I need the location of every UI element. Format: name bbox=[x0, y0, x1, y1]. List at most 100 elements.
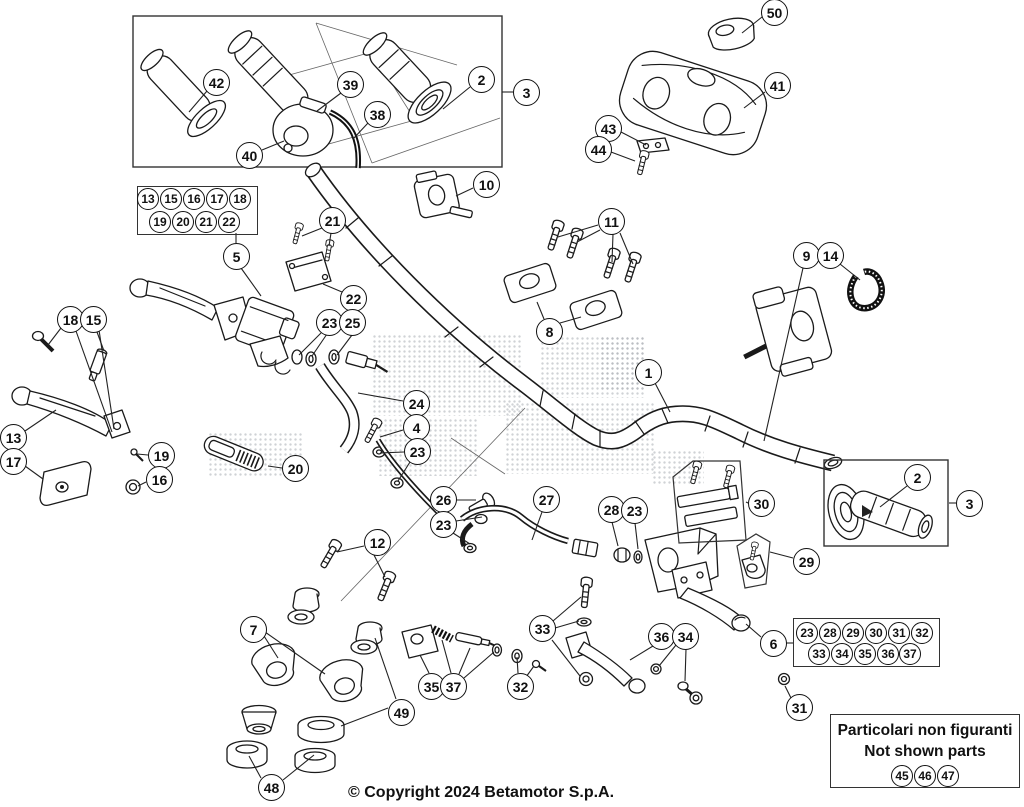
callout-balloon-32[interactable]: 32 bbox=[507, 673, 534, 700]
callout-balloon-39[interactable]: 39 bbox=[337, 71, 364, 98]
callout-balloon-13[interactable]: 13 bbox=[0, 424, 27, 451]
callout-balloon-11[interactable]: 11 bbox=[598, 208, 625, 235]
callout-balloon-19[interactable]: 19 bbox=[149, 211, 171, 233]
callout-balloon-44[interactable]: 44 bbox=[585, 136, 612, 163]
callout-balloon-31[interactable]: 31 bbox=[786, 694, 813, 721]
callout-balloon-42[interactable]: 42 bbox=[203, 69, 230, 96]
callout-balloon-18[interactable]: 18 bbox=[57, 306, 84, 333]
callout-balloon-43[interactable]: 43 bbox=[595, 115, 622, 142]
switch-bracket-drawing bbox=[413, 170, 473, 219]
callout-balloon-2[interactable]: 2 bbox=[904, 464, 931, 491]
callout-balloon-25[interactable]: 25 bbox=[339, 309, 366, 336]
callout-balloon-1[interactable]: 1 bbox=[635, 359, 662, 386]
callout-balloon-35[interactable]: 35 bbox=[854, 643, 876, 665]
callout-balloon-21[interactable]: 21 bbox=[195, 211, 217, 233]
callout-balloon-38[interactable]: 38 bbox=[364, 101, 391, 128]
callout-balloon-17[interactable]: 17 bbox=[206, 188, 228, 210]
callout-balloon-22[interactable]: 22 bbox=[340, 285, 367, 312]
callout-balloon-37[interactable]: 37 bbox=[440, 673, 467, 700]
callout-balloon-23[interactable]: 23 bbox=[621, 497, 648, 524]
brake-master-drawing bbox=[644, 527, 751, 632]
bar-pad-drawing bbox=[618, 17, 768, 176]
callout-balloon-14[interactable]: 14 bbox=[817, 242, 844, 269]
callout-balloon-27[interactable]: 27 bbox=[533, 486, 560, 513]
watermark-halftone bbox=[372, 334, 522, 416]
lever-bolt-drawing bbox=[576, 576, 594, 687]
brake-hose-drawing bbox=[459, 492, 643, 564]
callout-balloon-13[interactable]: 13 bbox=[137, 188, 159, 210]
callout-balloon-4[interactable]: 4 bbox=[403, 414, 430, 441]
callout-balloon-31[interactable]: 31 bbox=[888, 622, 910, 644]
not-shown-parts-box: Particolari non figuranti Not shown part… bbox=[830, 714, 1020, 788]
grid-bottom-right bbox=[793, 618, 940, 667]
callout-balloon-48[interactable]: 48 bbox=[258, 774, 285, 801]
callout-balloon-21[interactable]: 21 bbox=[319, 207, 346, 234]
callout-balloon-7[interactable]: 7 bbox=[240, 616, 267, 643]
callout-balloon-20[interactable]: 20 bbox=[282, 455, 309, 482]
kill-switch-drawing bbox=[743, 268, 885, 377]
callout-balloon-47[interactable]: 47 bbox=[937, 765, 959, 787]
callout-balloon-49[interactable]: 49 bbox=[388, 699, 415, 726]
not-shown-title-en: Not shown parts bbox=[864, 743, 986, 760]
callout-balloon-33[interactable]: 33 bbox=[808, 643, 830, 665]
callout-balloon-36[interactable]: 36 bbox=[877, 643, 899, 665]
callout-balloon-2[interactable]: 2 bbox=[468, 66, 495, 93]
detail-box-grip bbox=[823, 459, 949, 547]
callout-balloon-34[interactable]: 34 bbox=[831, 643, 853, 665]
handlebar-drawing bbox=[304, 162, 843, 472]
right-half-grip-drawing bbox=[362, 32, 452, 124]
callout-balloon-23[interactable]: 23 bbox=[430, 511, 457, 538]
throttle-tube-drawing bbox=[227, 30, 334, 157]
cable-adjuster-drawing bbox=[203, 435, 264, 472]
callout-balloon-45[interactable]: 45 bbox=[891, 765, 913, 787]
callout-balloon-46[interactable]: 46 bbox=[914, 765, 936, 787]
callout-balloon-22[interactable]: 22 bbox=[218, 211, 240, 233]
callout-balloon-26[interactable]: 26 bbox=[430, 486, 457, 513]
callout-balloon-30[interactable]: 30 bbox=[865, 622, 887, 644]
grid-top-left bbox=[137, 186, 258, 235]
callout-balloon-28[interactable]: 28 bbox=[598, 496, 625, 523]
callout-balloon-10[interactable]: 10 bbox=[473, 171, 500, 198]
callout-balloon-23[interactable]: 23 bbox=[404, 438, 431, 465]
right-grip-drawing bbox=[827, 483, 933, 541]
bracket-box-drawing bbox=[736, 533, 771, 589]
callout-balloon-33[interactable]: 33 bbox=[529, 615, 556, 642]
callout-balloon-41[interactable]: 41 bbox=[764, 72, 791, 99]
callout-balloon-16[interactable]: 16 bbox=[146, 466, 173, 493]
callout-balloon-23[interactable]: 23 bbox=[796, 622, 818, 644]
callout-balloon-3[interactable]: 3 bbox=[513, 79, 540, 106]
callout-balloon-3[interactable]: 3 bbox=[956, 490, 983, 517]
callout-balloon-35[interactable]: 35 bbox=[418, 673, 445, 700]
callout-balloon-29[interactable]: 29 bbox=[793, 548, 820, 575]
callout-balloon-17[interactable]: 17 bbox=[0, 448, 27, 475]
callout-balloon-24[interactable]: 24 bbox=[403, 390, 430, 417]
brake-lever-drawing bbox=[565, 631, 791, 705]
callout-balloon-15[interactable]: 15 bbox=[160, 188, 182, 210]
callout-balloon-18[interactable]: 18 bbox=[229, 188, 251, 210]
callout-balloon-19[interactable]: 19 bbox=[148, 442, 175, 469]
callout-balloon-50[interactable]: 50 bbox=[761, 0, 788, 26]
riser-clamps-drawing bbox=[503, 218, 643, 331]
callout-balloon-15[interactable]: 15 bbox=[80, 306, 107, 333]
callout-balloon-29[interactable]: 29 bbox=[842, 622, 864, 644]
callout-balloon-6[interactable]: 6 bbox=[760, 630, 787, 657]
adjuster-spring-drawing bbox=[401, 624, 547, 672]
callout-balloon-8[interactable]: 8 bbox=[536, 318, 563, 345]
callout-balloon-36[interactable]: 36 bbox=[648, 623, 675, 650]
clutch-master-drawing bbox=[129, 221, 389, 375]
callout-balloon-9[interactable]: 9 bbox=[793, 242, 820, 269]
left-grip-drawing bbox=[140, 48, 227, 138]
callout-balloon-32[interactable]: 32 bbox=[911, 622, 933, 644]
callout-balloon-28[interactable]: 28 bbox=[819, 622, 841, 644]
not-shown-title-it: Particolari non figuranti bbox=[837, 722, 1013, 739]
callout-balloon-5[interactable]: 5 bbox=[223, 243, 250, 270]
callout-balloon-30[interactable]: 30 bbox=[748, 490, 775, 517]
callout-balloon-16[interactable]: 16 bbox=[183, 188, 205, 210]
callout-balloon-12[interactable]: 12 bbox=[364, 529, 391, 556]
callout-balloon-34[interactable]: 34 bbox=[672, 623, 699, 650]
callout-balloon-37[interactable]: 37 bbox=[899, 643, 921, 665]
callout-balloon-20[interactable]: 20 bbox=[172, 211, 194, 233]
callout-balloon-40[interactable]: 40 bbox=[236, 142, 263, 169]
